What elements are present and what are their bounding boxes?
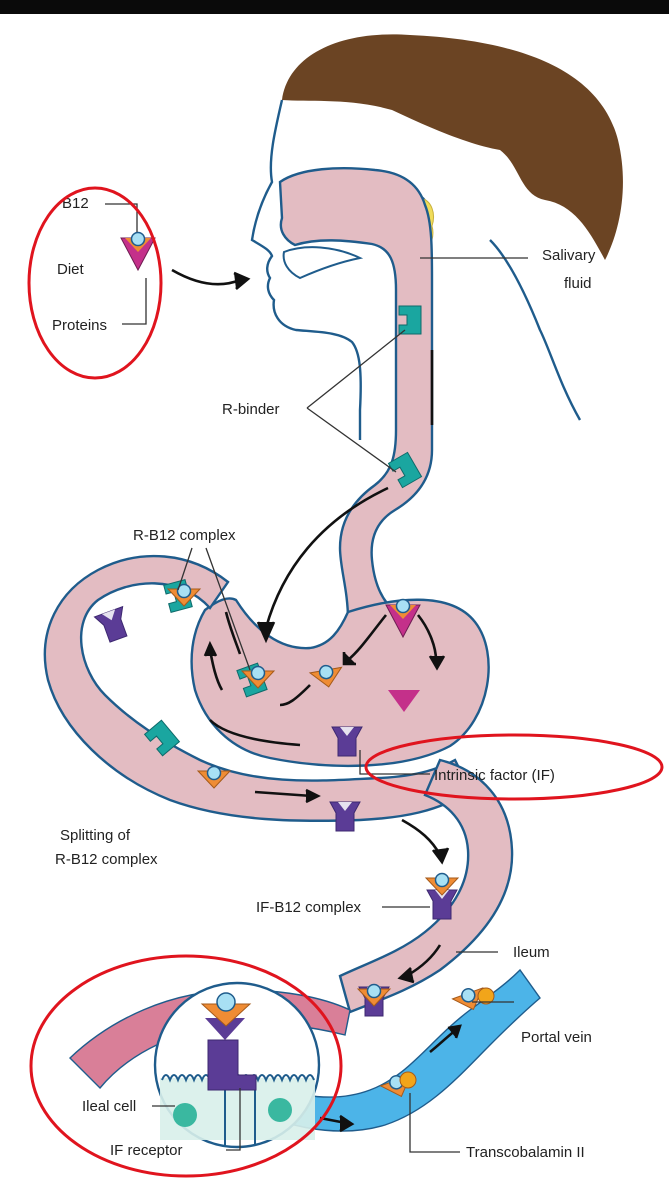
- label-intrinsic-factor: Intrinsic factor (IF): [434, 767, 555, 784]
- ileal-cell-magnified: [155, 983, 319, 1147]
- label-salivary-2: fluid: [564, 275, 592, 292]
- label-if-receptor: IF receptor: [110, 1142, 183, 1159]
- label-r-binder: R-binder: [222, 401, 280, 418]
- top-bar: [0, 0, 669, 14]
- label-ileal-cell: Ileal cell: [82, 1098, 136, 1115]
- label-if-b12-complex: IF-B12 complex: [256, 899, 362, 916]
- label-salivary-1: Salivary: [542, 247, 596, 264]
- label-proteins: Proteins: [52, 317, 107, 334]
- label-splitting-1: Splitting of: [60, 827, 131, 844]
- label-rb12-complex: R-B12 complex: [133, 527, 236, 544]
- neck-back: [490, 240, 580, 420]
- label-splitting-2: R-B12 complex: [55, 851, 158, 868]
- label-portal-vein: Portal vein: [521, 1029, 592, 1046]
- label-diet: Diet: [57, 261, 85, 278]
- highlight-diet-ring: [29, 188, 161, 378]
- label-transcobalamin: Transcobalamin II: [466, 1144, 585, 1161]
- label-ileum: Ileum: [513, 944, 550, 961]
